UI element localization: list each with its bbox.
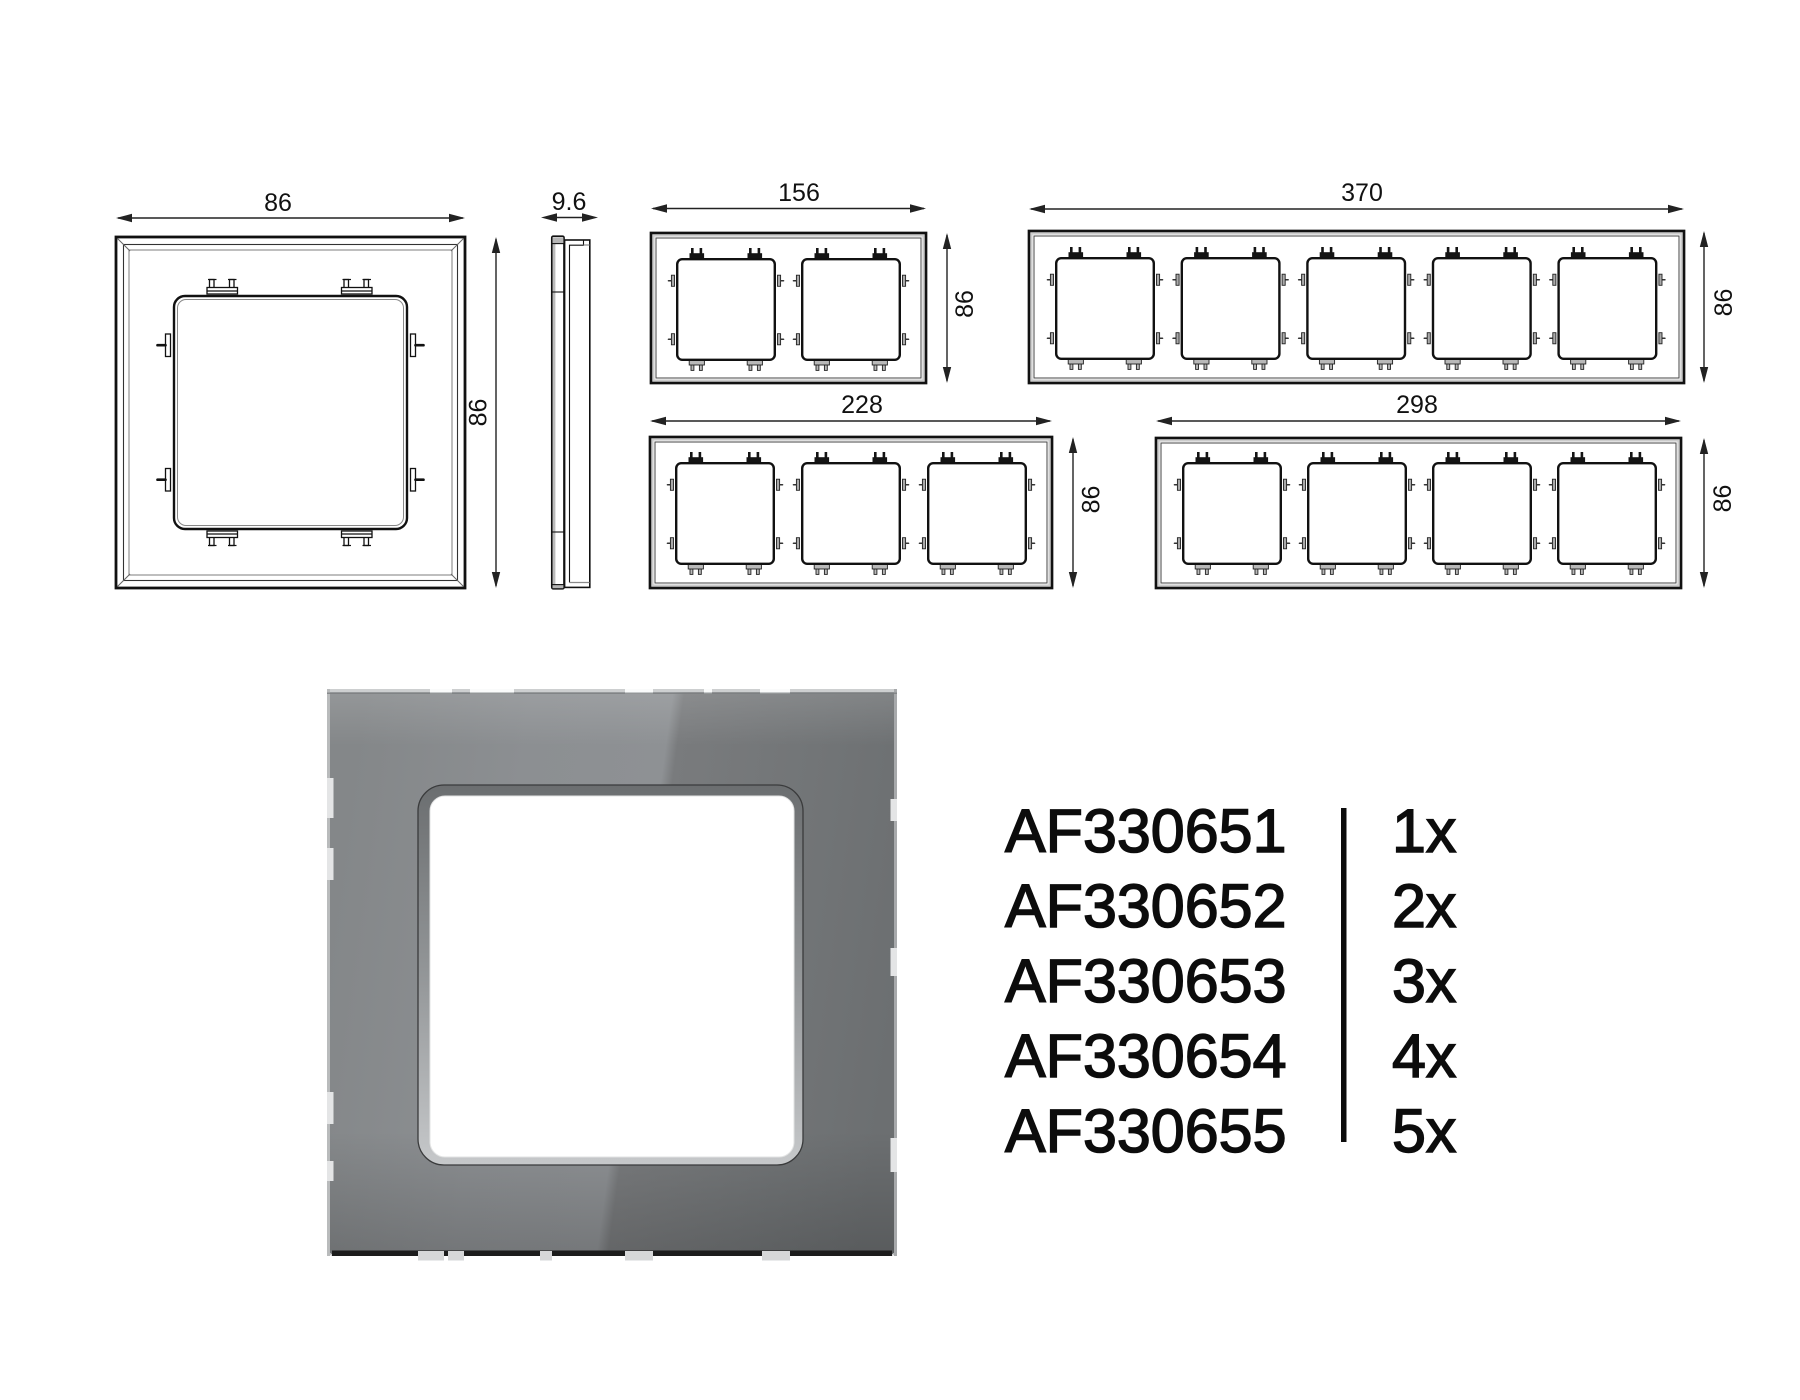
svg-text:228: 228 [841, 391, 883, 419]
svg-text:4x: 4x [1392, 1022, 1456, 1090]
svg-text:86: 86 [1710, 289, 1738, 317]
svg-text:86: 86 [1709, 485, 1737, 513]
svg-text:1x: 1x [1392, 797, 1456, 865]
svg-text:86: 86 [465, 399, 493, 427]
svg-text:AF330653: AF330653 [1005, 947, 1287, 1015]
svg-text:AF330654: AF330654 [1005, 1022, 1287, 1090]
svg-text:AF330652: AF330652 [1005, 872, 1287, 940]
svg-text:370: 370 [1341, 179, 1383, 207]
svg-text:AF330651: AF330651 [1005, 797, 1287, 865]
svg-text:86: 86 [1078, 486, 1106, 514]
svg-text:3x: 3x [1392, 947, 1456, 1015]
svg-text:298: 298 [1396, 391, 1438, 419]
svg-text:2x: 2x [1392, 872, 1456, 940]
svg-text:5x: 5x [1392, 1097, 1456, 1165]
svg-text:156: 156 [778, 179, 820, 207]
svg-text:86: 86 [951, 290, 979, 318]
svg-text:9.6: 9.6 [552, 188, 587, 216]
svg-text:AF330655: AF330655 [1005, 1097, 1287, 1165]
svg-text:86: 86 [264, 189, 292, 217]
